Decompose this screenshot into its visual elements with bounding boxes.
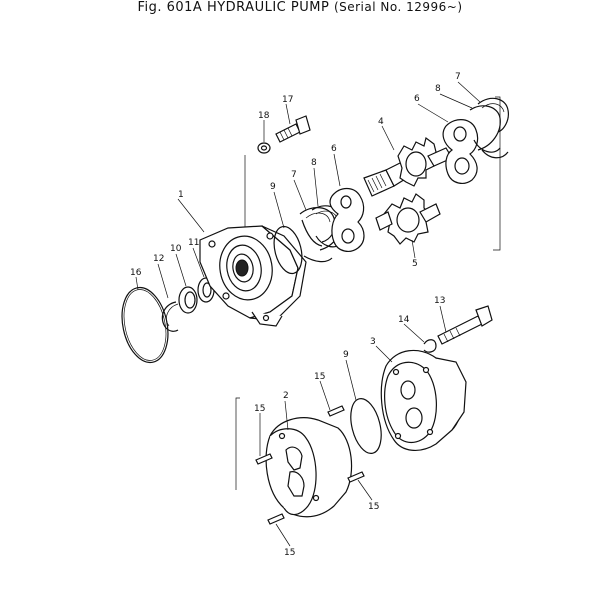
part-13-long-bolt — [437, 305, 493, 345]
part-5-driven-gear — [375, 193, 441, 245]
figure-title-text: Fig. 601A HYDRAULIC PUMP — [137, 0, 330, 15]
callout-17: 17 — [282, 95, 293, 105]
callout-7-left: 7 — [291, 170, 297, 180]
callout-6-left: 6 — [331, 144, 337, 154]
part-8-backup-right — [469, 105, 501, 153]
callout-11: 11 — [188, 238, 199, 248]
part-18-washer — [257, 142, 271, 154]
callout-labels: 1 2 3 4 5 6 6 7 7 8 8 9 9 10 11 12 13 14… — [130, 72, 461, 558]
part-17-bolt — [275, 115, 311, 143]
part-16-o-ring — [121, 286, 169, 364]
lower-bracket-lines — [235, 397, 240, 490]
part-7-seal-right — [477, 97, 509, 159]
part-9-gasket-upper — [273, 225, 303, 275]
part-9-gasket-lower — [350, 398, 382, 454]
part-1-front-housing — [199, 225, 307, 327]
callout-15-a: 15 — [254, 404, 265, 414]
callout-9-upper: 9 — [270, 182, 276, 192]
callout-8-right: 8 — [435, 84, 441, 94]
callout-15-b: 15 — [314, 372, 325, 382]
callout-1: 1 — [178, 190, 184, 200]
part-3-rear-cover — [380, 349, 467, 451]
leader-lines — [135, 81, 481, 547]
part-6-plate-left — [329, 187, 365, 252]
callout-4: 4 — [378, 117, 384, 127]
part-7-seal-left — [299, 207, 336, 263]
callout-16: 16 — [130, 268, 142, 278]
callout-18: 18 — [258, 111, 270, 121]
callout-15-c: 15 — [368, 502, 379, 512]
part-15-pins — [255, 405, 365, 525]
callout-14: 14 — [398, 315, 410, 325]
callout-6-right: 6 — [414, 94, 420, 104]
figure-title: Fig. 601A HYDRAULIC PUMP (Serial No. 129… — [0, 0, 600, 15]
part-4-drive-gear — [363, 136, 453, 197]
callout-5: 5 — [412, 259, 418, 269]
callout-9-lower: 9 — [343, 350, 349, 360]
callout-15-d: 15 — [284, 548, 295, 558]
callout-8-left: 8 — [311, 158, 317, 168]
part-6-plate-right — [442, 119, 479, 184]
part-14-washer — [423, 339, 437, 353]
serial-note: (Serial No. 12996~) — [333, 0, 463, 14]
callout-10: 10 — [170, 244, 182, 254]
callout-7-right: 7 — [455, 72, 461, 82]
callout-12: 12 — [153, 254, 164, 264]
part-12-snap-ring — [161, 301, 179, 332]
callout-2: 2 — [283, 391, 289, 401]
part-2-gear-body — [265, 417, 353, 518]
callout-13: 13 — [434, 296, 445, 306]
callout-3: 3 — [370, 337, 376, 347]
part-10-seal — [178, 286, 198, 314]
